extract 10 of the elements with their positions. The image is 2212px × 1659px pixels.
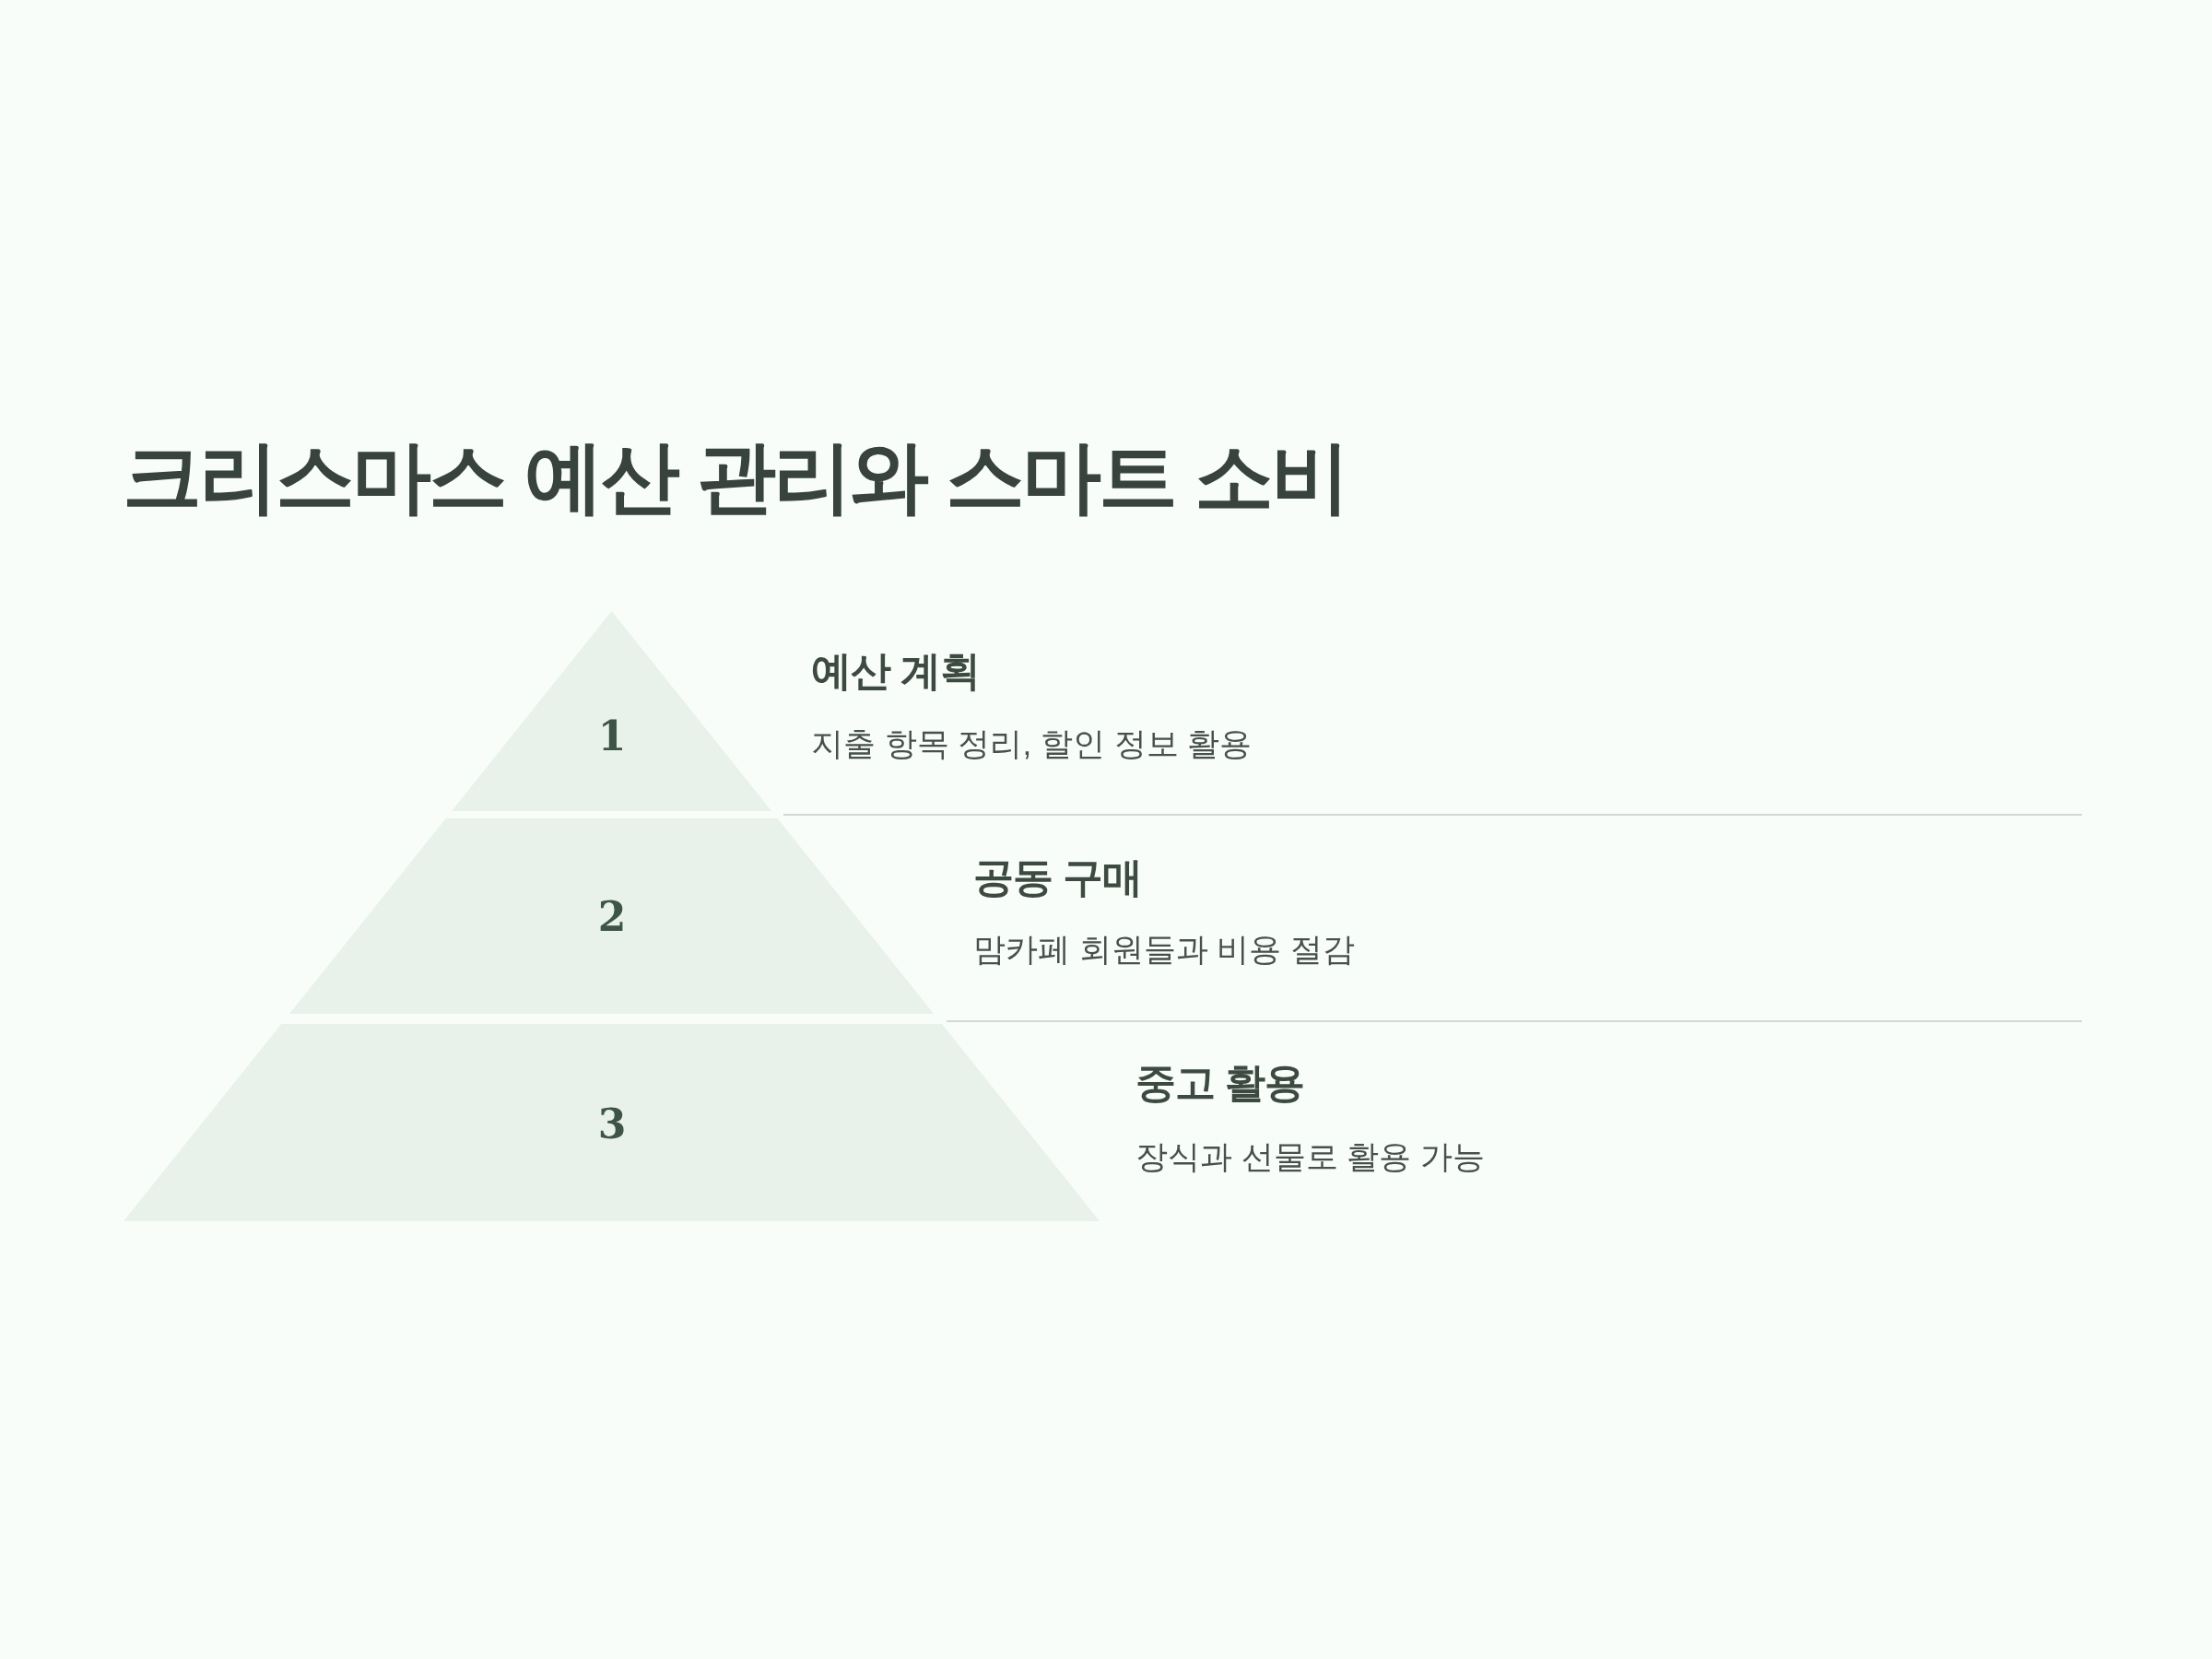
tier-heading: 중고 활용 xyxy=(1135,1058,1305,1107)
tier-description: 맘카페 회원들과 비용 절감 xyxy=(973,930,1356,969)
tier-description: 장식과 선물로 활용 가능 xyxy=(1135,1137,1486,1176)
tier-number: 3 xyxy=(597,1100,627,1149)
tier-heading: 예산 계획 xyxy=(811,646,981,695)
tier-number: 1 xyxy=(597,712,627,761)
title: 크리스마스 예산 관리와 스마트 소비 xyxy=(123,431,1347,523)
tier-number: 2 xyxy=(597,892,627,942)
tier-description: 지출 항목 정리, 할인 정보 활용 xyxy=(811,724,1253,763)
tier-heading: 공동 구매 xyxy=(973,853,1143,901)
